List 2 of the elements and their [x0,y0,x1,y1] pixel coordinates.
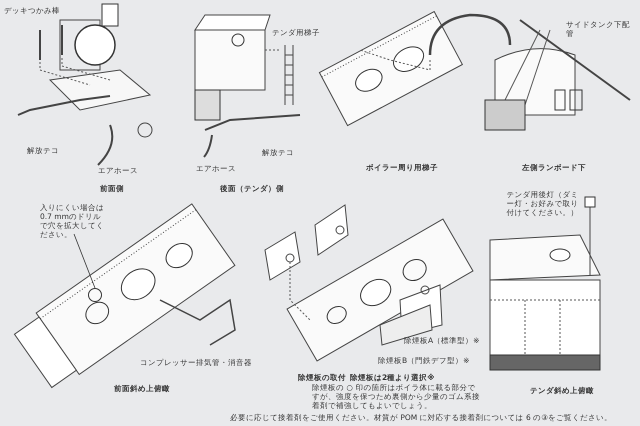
drill-hole [88,288,102,302]
leader-line [74,234,96,288]
